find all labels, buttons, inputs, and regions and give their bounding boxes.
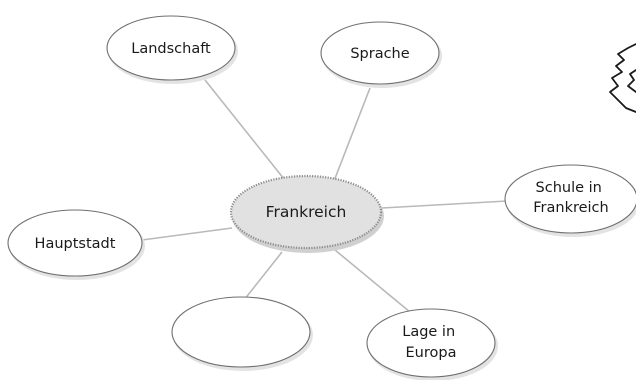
- node-label-landschaft: Landschaft: [131, 41, 211, 57]
- node-label-lage-in-europa: Lage in Europa: [402, 324, 460, 361]
- node-lage-in-europa: Lage in Europa: [366, 308, 498, 380]
- node-label-sprache: Sprache: [350, 46, 409, 62]
- node-sprache: Sprache: [320, 21, 442, 88]
- node-label-line: Lage in: [402, 324, 455, 340]
- bubble-landschaft: [106, 15, 236, 81]
- bubble-empty: [171, 296, 311, 368]
- node-label-line: Frankreich: [533, 200, 608, 216]
- connector-empty: [243, 251, 283, 301]
- node-label-hauptstadt: Hauptstadt: [35, 236, 116, 252]
- connector-lage: [334, 249, 411, 313]
- bubble-schule-in-frankreich: [504, 164, 636, 234]
- node-hauptstadt: Hauptstadt: [7, 209, 145, 280]
- node-center-frankreich: Frankreich: [229, 174, 384, 253]
- connector-hauptstadt: [141, 227, 233, 241]
- node-label-line: Sprache: [350, 46, 409, 62]
- node-label-line: Europa: [406, 345, 457, 361]
- bubble-hauptstadt: [7, 209, 143, 277]
- node-empty: [171, 296, 313, 371]
- connector-sprache: [333, 87, 371, 182]
- node-landschaft: Landschaft: [106, 15, 238, 84]
- connector-landschaft: [204, 79, 289, 185]
- node-label-line: Landschaft: [131, 41, 211, 57]
- node-label-line: Schule in: [536, 180, 602, 196]
- node-label-schule-in-frankreich: Schule in Frankreich: [533, 180, 608, 216]
- node-schule-in-frankreich: Schule in Frankreich: [504, 164, 636, 237]
- connectors: [141, 79, 508, 313]
- bubble-sprache: [320, 21, 440, 85]
- sketch-doodle-icon: [609, 43, 636, 113]
- center-label: Frankreich: [266, 203, 347, 221]
- bubble-lage-in-europa: [366, 308, 496, 378]
- center-bubble: [229, 174, 383, 250]
- connector-schule: [381, 200, 508, 209]
- node-label-line: Hauptstadt: [35, 236, 116, 252]
